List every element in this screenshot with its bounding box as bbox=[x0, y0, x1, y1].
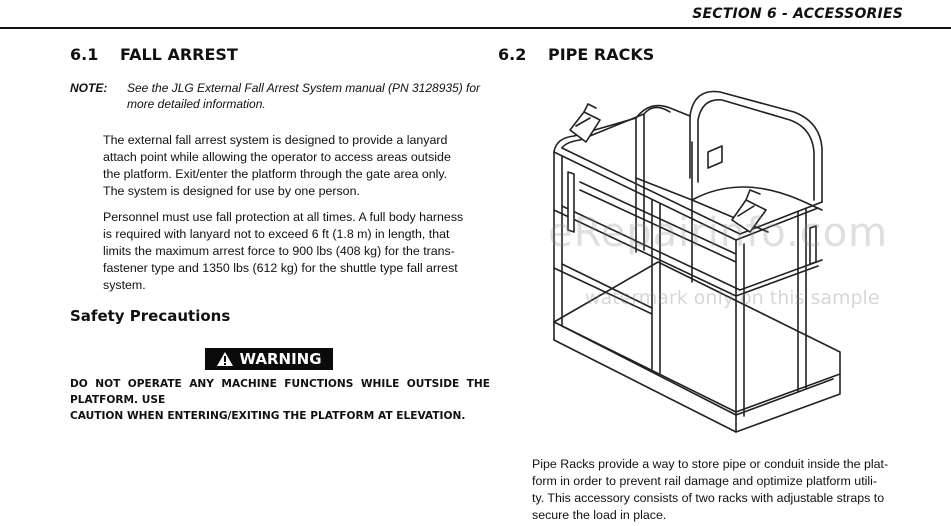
text-line: Pipe Racks provide a way to store pipe o… bbox=[532, 457, 889, 471]
text-line: ty. This accessory consists of two racks… bbox=[532, 491, 885, 505]
note-text: See the JLG External Fall Arrest System … bbox=[127, 80, 487, 112]
paragraph-personnel: Personnel must use fall protection at al… bbox=[103, 209, 483, 294]
text-line: attach point while allowing the operator… bbox=[103, 150, 451, 164]
section-title-fall-arrest: FALL ARREST bbox=[120, 45, 238, 64]
note-line: more detailed information. bbox=[127, 97, 266, 111]
note-label: NOTE: bbox=[70, 81, 108, 95]
text-line: the platform. Exit/enter the platform th… bbox=[103, 167, 448, 181]
paragraph-fall-arrest-system: The external fall arrest system is desig… bbox=[103, 132, 483, 200]
paragraph-pipe-racks: Pipe Racks provide a way to store pipe o… bbox=[532, 456, 914, 524]
section-number: 6.2 bbox=[498, 45, 527, 64]
watermark-site: eRepairinfo.com bbox=[548, 210, 889, 256]
warning-line: CAUTION WHEN ENTERING/EXITING THE PLATFO… bbox=[70, 410, 466, 422]
text-line: form in order to prevent rail damage and… bbox=[532, 474, 878, 488]
watermark-sample-note: watermark only on this sample bbox=[585, 287, 880, 309]
warning-line: DO NOT OPERATE ANY MACHINE FUNCTIONS WHI… bbox=[70, 378, 490, 406]
text-line: fastener type and 1350 lbs (612 kg) for … bbox=[103, 261, 458, 275]
safety-precautions-heading: Safety Precautions bbox=[70, 307, 231, 325]
text-line: limits the maximum arrest force to 900 l… bbox=[103, 244, 455, 258]
section-number: 6.1 bbox=[70, 45, 99, 64]
warning-text: DO NOT OPERATE ANY MACHINE FUNCTIONS WHI… bbox=[70, 376, 490, 424]
pipe-rack-platform-illustration bbox=[553, 90, 841, 433]
warning-label: WARNING bbox=[239, 350, 322, 368]
section-title: SECTION 6 - ACCESSORIES bbox=[692, 6, 903, 22]
warning-triangle-icon bbox=[217, 352, 234, 366]
text-line: secure the load in place. bbox=[532, 508, 667, 522]
text-line: Personnel must use fall protection at al… bbox=[103, 210, 464, 224]
text-line: system. bbox=[103, 278, 146, 292]
text-line: The system is designed for use by one pe… bbox=[103, 184, 360, 198]
section-6-2-heading: 6.2 PIPE RACKS bbox=[498, 45, 654, 64]
section-6-1-heading: 6.1 FALL ARREST bbox=[70, 45, 238, 64]
section-title-pipe-racks: PIPE RACKS bbox=[548, 45, 655, 64]
text-line: is required with lanyard not to exceed 6… bbox=[103, 227, 450, 241]
note-line: See the JLG External Fall Arrest System … bbox=[127, 81, 481, 95]
text-line: The external fall arrest system is desig… bbox=[103, 133, 448, 147]
header-rule bbox=[0, 27, 951, 29]
warning-badge: WARNING bbox=[205, 348, 333, 370]
